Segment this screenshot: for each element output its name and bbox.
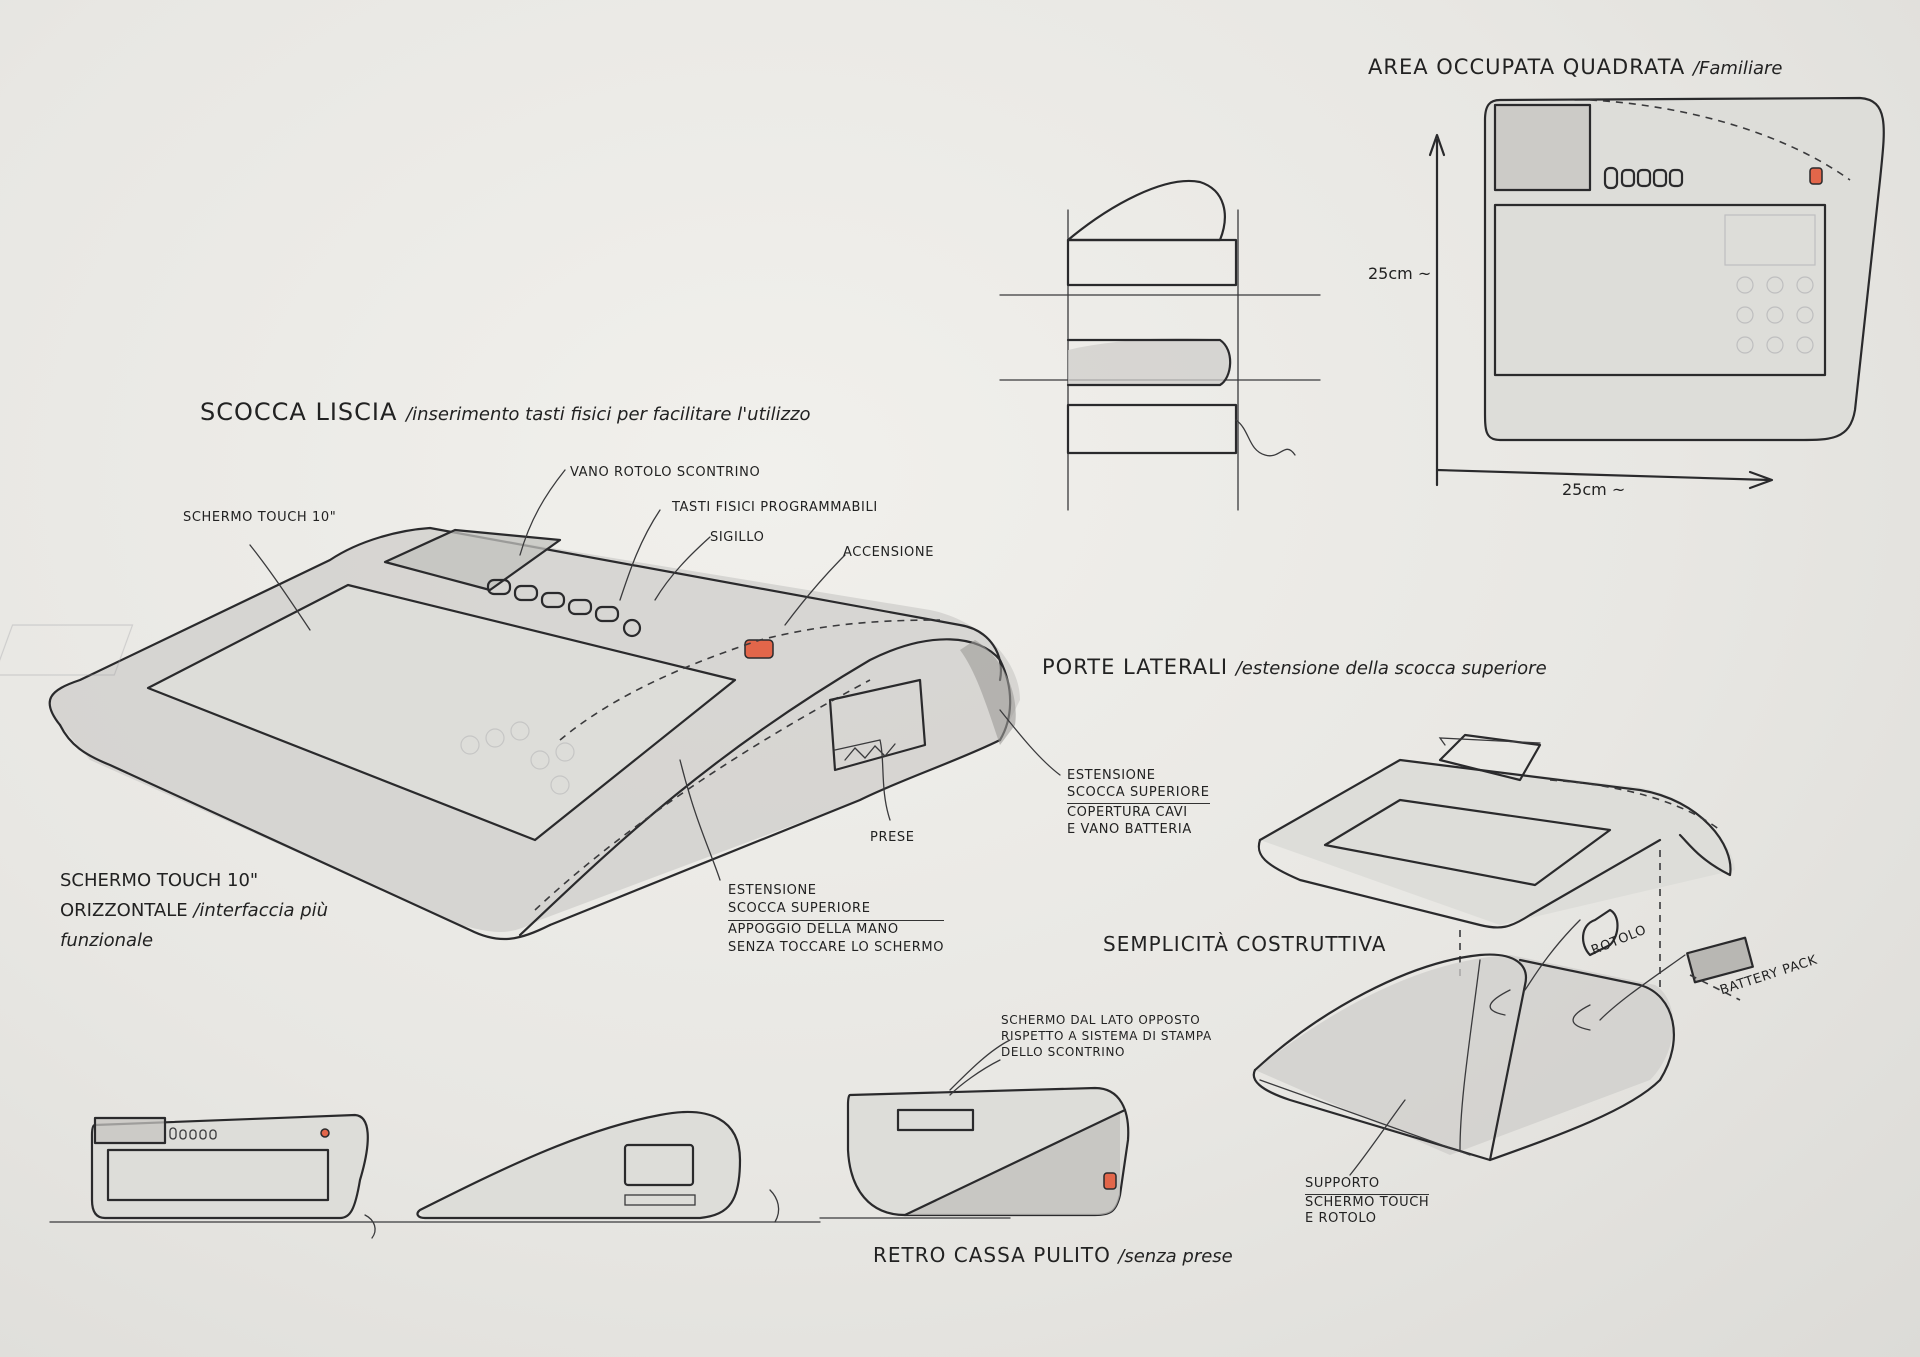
heading-area-occupata: AREA OCCUPATA QUADRATA /Familiare	[1368, 55, 1782, 79]
label-line: SUPPORTO	[1305, 1176, 1430, 1195]
label-dimension-width: 25cm ~	[1562, 480, 1626, 499]
label-vano-rotolo: VANO ROTOLO SCONTRINO	[570, 465, 761, 480]
label-line: ESTENSIONE	[728, 883, 817, 898]
label-estensione-porte: ESTENSIONE SCOCCA SUPERIORE COPERTURA CA…	[1067, 767, 1210, 838]
heading-retro-cassa: RETRO CASSA PULITO /senza prese	[873, 1243, 1233, 1267]
heading-note: /Familiare	[1692, 58, 1783, 79]
label-line: E VANO BATTERIA	[1067, 822, 1192, 837]
label-line: E ROTOLO	[1305, 1211, 1377, 1226]
heading-note: /inserimento tasti fisici per facilitare…	[406, 404, 811, 425]
heading-schermo-orizzontale: SCHERMO TOUCH 10" ORIZZONTALE /interfacc…	[60, 866, 328, 956]
heading-text: PORTE LATERALI	[1042, 655, 1229, 679]
label-line: COPERTURA CAVI	[1067, 805, 1188, 820]
heading-line: ORIZZONTALE	[60, 900, 188, 921]
label-tasti-fisici: TASTI FISICI PROGRAMMABILI	[672, 500, 878, 515]
label-sigillo: SIGILLO	[710, 530, 765, 545]
heading-note: /senza prese	[1118, 1246, 1233, 1267]
section-views-sketch	[999, 179, 1321, 511]
label-schermo-touch: SCHERMO TOUCH 10"	[183, 510, 337, 525]
heading-text: SEMPLICITÀ COSTRUTTIVA	[1103, 932, 1387, 956]
heading-text: RETRO CASSA PULITO	[873, 1243, 1111, 1267]
label-dimension-height: 25cm ~	[1368, 264, 1432, 283]
label-line: SENZA TOCCARE LO SCHERMO	[728, 940, 945, 955]
heading-note: /estensione della scocca superiore	[1235, 658, 1547, 679]
heading-note: funzionale	[60, 930, 154, 951]
label-estensione-appoggio: ESTENSIONE SCOCCA SUPERIORE APPOGGIO DEL…	[728, 882, 945, 957]
heading-note: /interfaccia più	[193, 900, 329, 921]
label-line: SCHERMO DAL LATO OPPOSTO	[1001, 1013, 1201, 1027]
heading-semplicita: SEMPLICITÀ COSTRUTTIVA	[1103, 932, 1386, 956]
label-line: APPOGGIO DELLA MANO	[728, 922, 899, 937]
main-device-sketch	[0, 526, 1020, 941]
label-line: ESTENSIONE	[1067, 768, 1156, 783]
label-line: DELLO SCONTRINO	[1001, 1045, 1126, 1059]
top-view-sketch	[1428, 96, 1885, 490]
heading-scocca-liscia: SCOCCA LISCIA /inserimento tasti fisici …	[200, 398, 811, 426]
label-schermo-lato-opposto: SCHERMO DAL LATO OPPOSTO RISPETTO A SIST…	[1001, 1012, 1212, 1060]
label-line: SCOCCA SUPERIORE	[728, 900, 945, 921]
exploded-view-sketch	[1252, 733, 1754, 1176]
label-accensione: ACCENSIONE	[843, 545, 935, 560]
label-line: RISPETTO A SISTEMA DI STAMPA	[1001, 1029, 1212, 1043]
heading-porte-laterali: PORTE LATERALI /estensione della scocca …	[1042, 655, 1547, 679]
label-prese: PRESE	[870, 830, 915, 845]
heading-text: SCOCCA LISCIA	[200, 398, 398, 426]
bottom-views-sketch	[49, 1059, 1130, 1239]
label-line: SCOCCA SUPERIORE	[1067, 784, 1210, 804]
label-supporto: SUPPORTO SCHERMO TOUCH E ROTOLO	[1305, 1176, 1430, 1227]
heading-line: SCHERMO TOUCH 10"	[60, 870, 259, 891]
label-line: SCHERMO TOUCH	[1305, 1195, 1430, 1210]
heading-text: AREA OCCUPATA QUADRATA	[1368, 55, 1686, 79]
